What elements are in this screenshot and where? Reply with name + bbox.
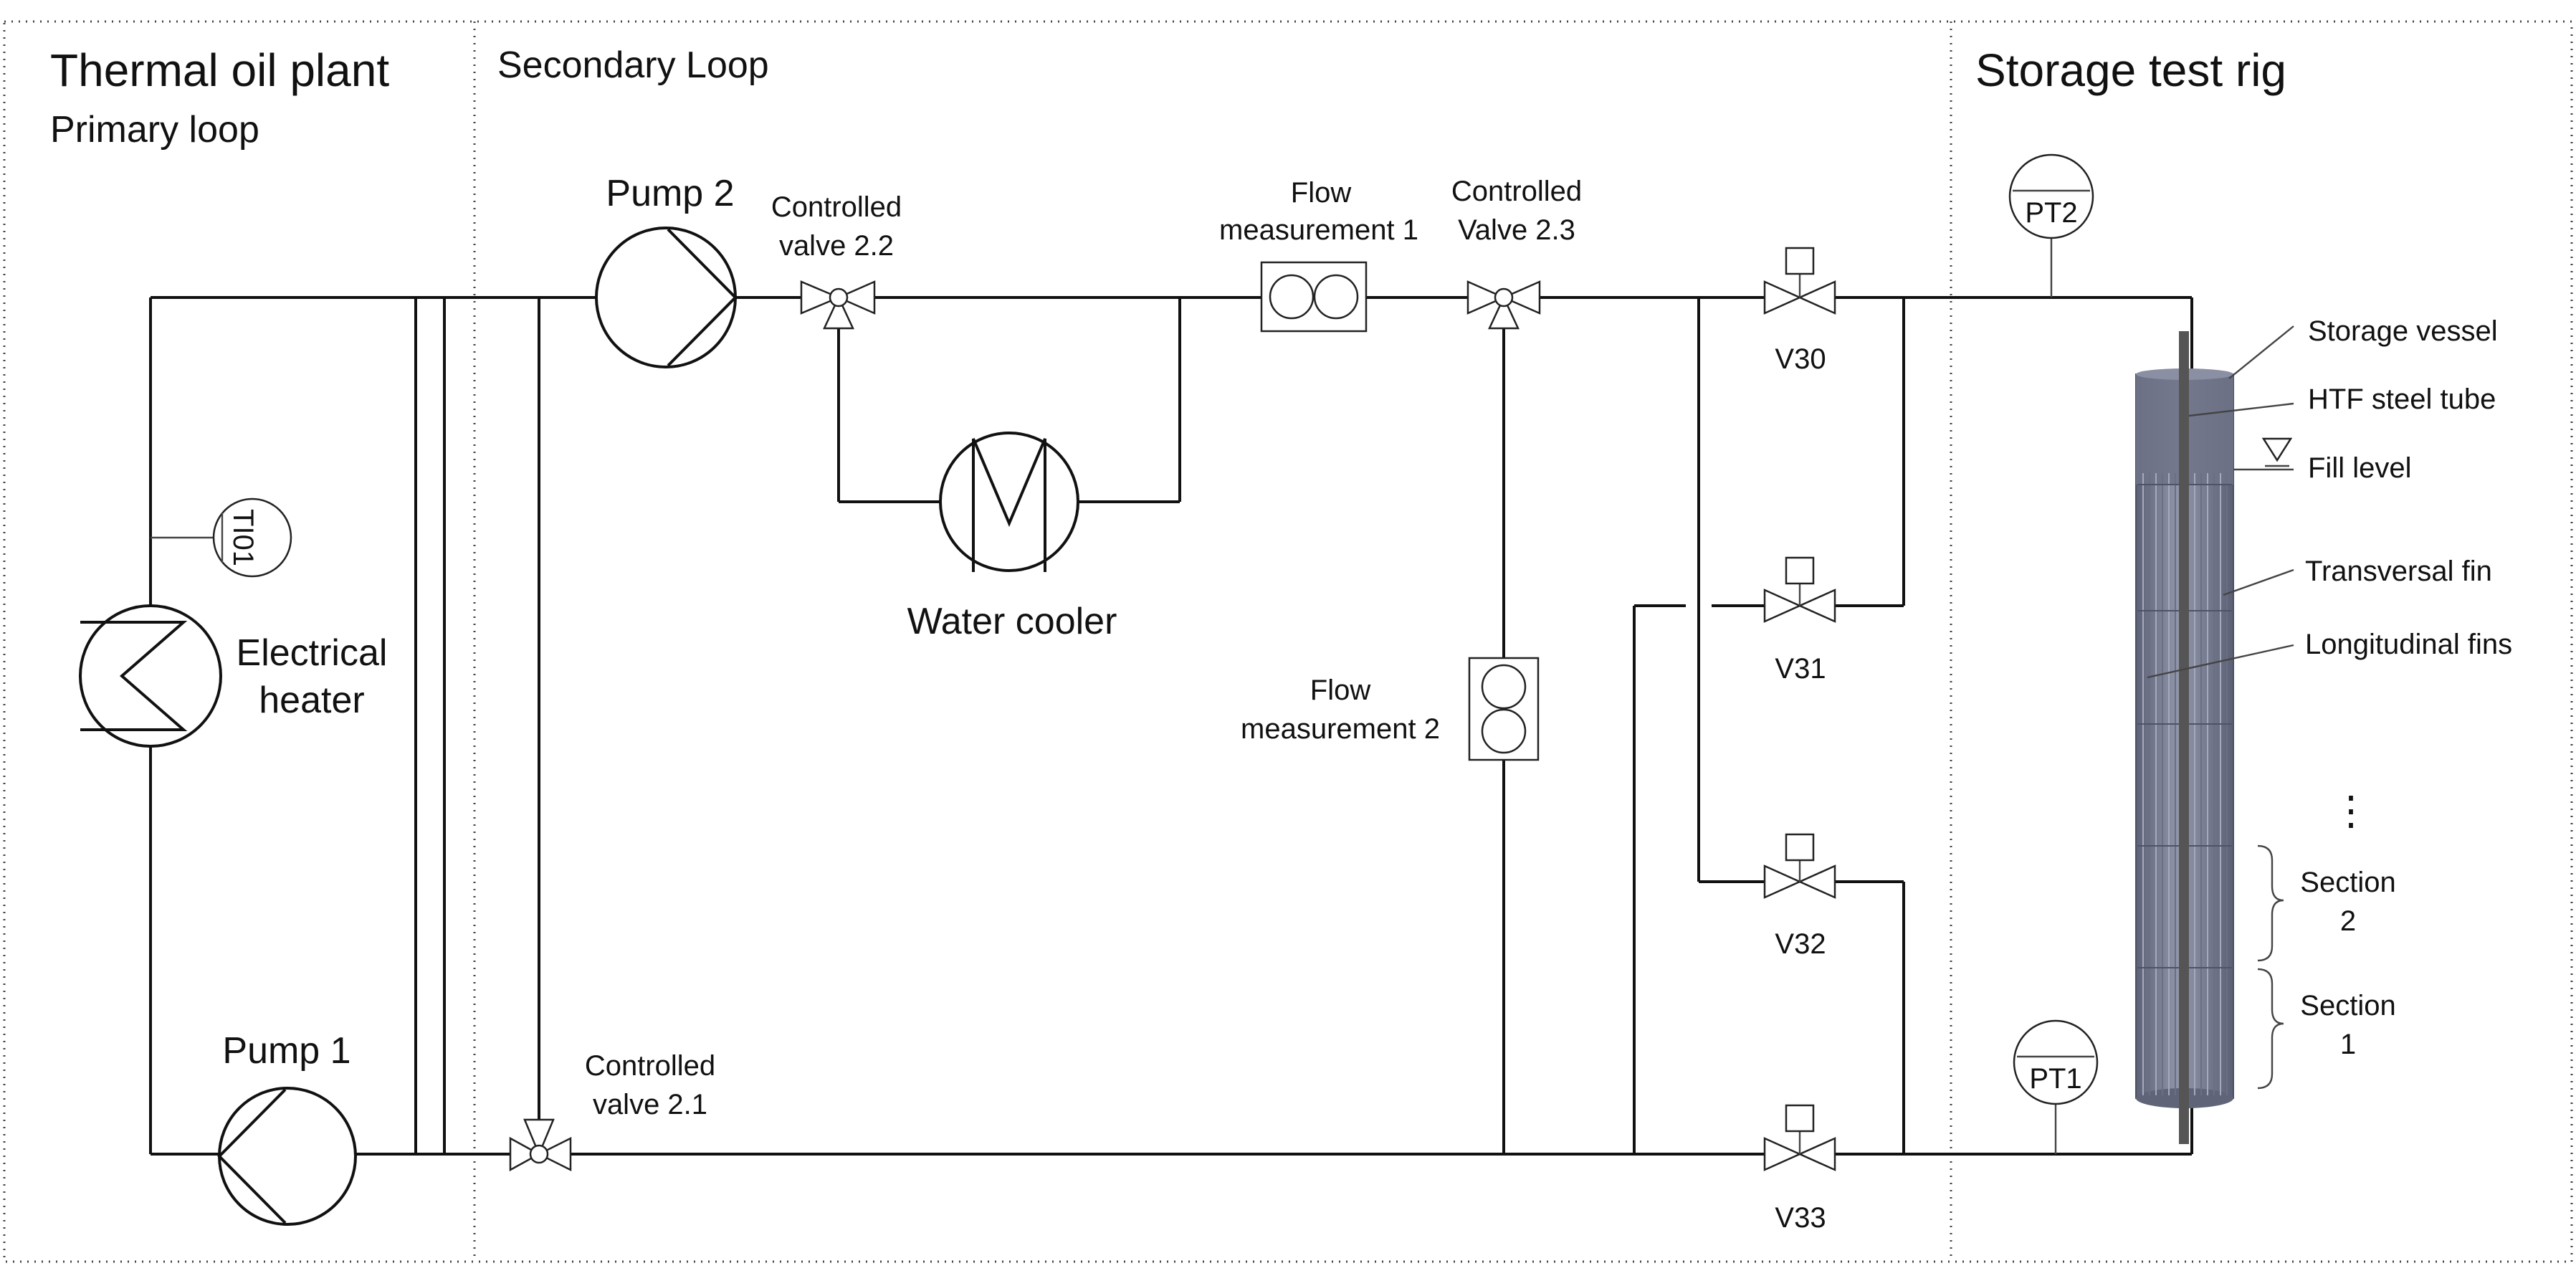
transversal-fin-label: Transversal fin bbox=[2305, 556, 2492, 587]
section-borders bbox=[3, 20, 2573, 1263]
water-cooler-label: Water cooler bbox=[907, 601, 1117, 642]
v33-label: V33 bbox=[1775, 1202, 1826, 1234]
secondary-loop-title: Secondary Loop bbox=[497, 44, 769, 86]
valve-v31: V31 bbox=[1763, 556, 1836, 685]
section-braces bbox=[2257, 844, 2284, 1090]
section-2-label: Section bbox=[2300, 867, 2395, 898]
electrical-heater-label: Electrical bbox=[237, 632, 388, 674]
water-cooler: Water cooler bbox=[907, 432, 1117, 642]
valve-v32: V32 bbox=[1763, 833, 1836, 960]
pressure-transmitter-pt2: PT2 bbox=[2008, 153, 2094, 239]
pump-2: Pump 2 bbox=[595, 173, 738, 368]
thermal-oil-plant-title: Thermal oil plant bbox=[50, 44, 389, 96]
section-1-number: 1 bbox=[2340, 1029, 2356, 1060]
htf-steel-tube bbox=[2179, 331, 2189, 1144]
flow-measurement-2: Flow measurement 2 bbox=[1241, 657, 1540, 761]
temperature-indicator-ti01: TI01 bbox=[212, 497, 292, 578]
controlled-valve-2-2: Controlled valve 2.2 bbox=[771, 191, 902, 330]
pump-1: Pump 1 bbox=[217, 1030, 357, 1226]
controlled-valve-2-1-label: Controlled bbox=[585, 1050, 715, 1082]
pump-2-label: Pump 2 bbox=[606, 173, 734, 214]
storage-test-rig-title: Storage test rig bbox=[1975, 44, 2286, 96]
valve-v30: V30 bbox=[1763, 247, 1836, 375]
section-2-number: 2 bbox=[2340, 905, 2356, 937]
controlled-valve-2-3: Controlled Valve 2.3 bbox=[1451, 176, 1582, 330]
ti01-label: TI01 bbox=[227, 509, 259, 566]
v31-label: V31 bbox=[1775, 653, 1826, 685]
fill-level-marker bbox=[2261, 437, 2293, 467]
electrical-heater: Electrical heater bbox=[79, 604, 388, 748]
v30-label: V30 bbox=[1775, 343, 1826, 375]
storage-leader-lines bbox=[2147, 325, 2294, 679]
controlled-valve-2-2-label-2: valve 2.2 bbox=[779, 230, 894, 262]
controlled-valve-2-1: Controlled valve 2.1 bbox=[509, 1050, 715, 1172]
htf-steel-tube-label: HTF steel tube bbox=[2308, 384, 2496, 415]
flow-measurement-2-label: Flow bbox=[1310, 675, 1371, 706]
flow-measurement-2-label-2: measurement 2 bbox=[1241, 713, 1440, 745]
pump-1-label: Pump 1 bbox=[222, 1030, 350, 1072]
pt1-label: PT1 bbox=[2029, 1063, 2081, 1095]
controlled-valve-2-3-label-2: Valve 2.3 bbox=[1458, 214, 1575, 246]
ellipsis-mark: ⋮ bbox=[2331, 788, 2371, 833]
flow-measurement-1: Flow measurement 1 bbox=[1219, 177, 1418, 333]
longitudinal-fins-label: Longitudinal fins bbox=[2305, 629, 2512, 660]
flow-measurement-1-label: Flow bbox=[1291, 177, 1352, 209]
controlled-valve-2-3-label: Controlled bbox=[1451, 176, 1582, 207]
controlled-valve-2-1-label-2: valve 2.1 bbox=[593, 1089, 707, 1120]
pt2-label: PT2 bbox=[2025, 197, 2077, 229]
section-1-label: Section bbox=[2300, 990, 2395, 1021]
electrical-heater-label-2: heater bbox=[259, 680, 364, 721]
controlled-valve-2-2-label: Controlled bbox=[771, 191, 902, 223]
primary-loop-title: Primary loop bbox=[50, 109, 259, 151]
storage-vessel-label: Storage vessel bbox=[2308, 315, 2498, 347]
fill-level-label: Fill level bbox=[2308, 452, 2411, 484]
v32-label: V32 bbox=[1775, 928, 1826, 960]
pipes bbox=[149, 235, 2193, 1156]
valve-v33: V33 bbox=[1763, 1104, 1836, 1234]
storage-vessel bbox=[2135, 331, 2234, 1144]
flow-measurement-1-label-2: measurement 1 bbox=[1219, 214, 1418, 246]
pressure-transmitter-pt1: PT1 bbox=[2013, 1019, 2099, 1105]
